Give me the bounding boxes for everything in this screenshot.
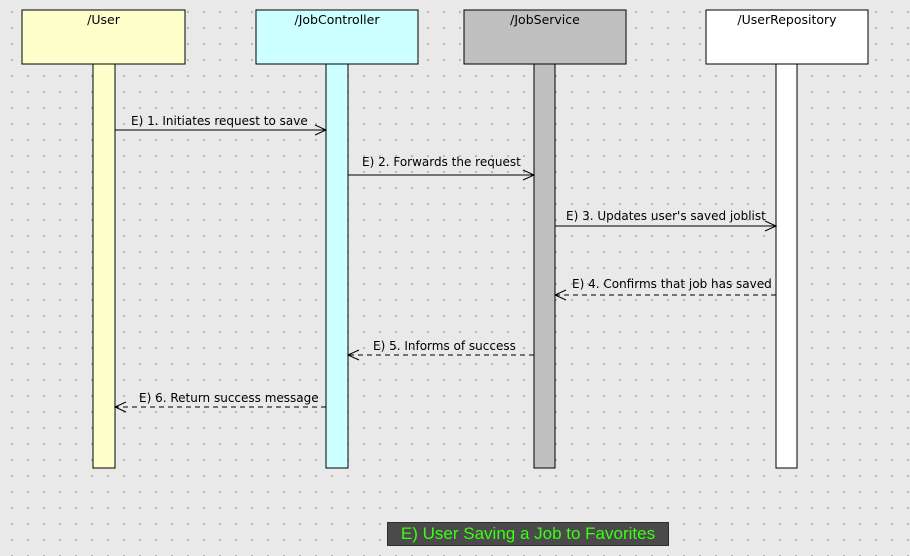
message-6[interactable]: E) 6. Return success message — [113, 391, 326, 413]
lifeline-jobcontroller-activation[interactable] — [325, 63, 349, 469]
lifeline-user[interactable]: /User — [21, 9, 186, 469]
lifeline-jobcontroller-label: /JobController — [295, 12, 381, 27]
message-2[interactable]: E) 2. Forwards the request — [348, 155, 536, 181]
message-4[interactable]: E) 4. Confirms that job has saved — [553, 277, 776, 301]
lifeline-userrepository[interactable]: /UserRepository — [705, 9, 869, 469]
message-1[interactable]: E) 1. Initiates request to save — [115, 114, 328, 136]
lifeline-userrepository-label: /UserRepository — [737, 12, 837, 27]
message-5[interactable]: E) 5. Informs of success — [346, 339, 534, 361]
message-1-label: E) 1. Initiates request to save — [131, 114, 308, 128]
lifeline-user-activation[interactable] — [92, 63, 116, 469]
lifeline-jobcontroller[interactable]: /JobController — [255, 9, 419, 469]
message-2-label: E) 2. Forwards the request — [362, 155, 521, 169]
message-6-label: E) 6. Return success message — [139, 391, 319, 405]
lifeline-userrepository-header[interactable] — [705, 9, 869, 65]
lifeline-jobcontroller-header[interactable] — [255, 9, 419, 65]
lifeline-jobservice-label: /JobService — [510, 12, 580, 27]
diagram-caption: E) User Saving a Job to Favorites — [387, 522, 669, 546]
message-5-label: E) 5. Informs of success — [373, 339, 516, 353]
message-3-label: E) 3. Updates user's saved joblist — [566, 209, 766, 223]
lifeline-user-header[interactable] — [21, 9, 186, 65]
lifeline-userrepository-activation[interactable] — [775, 63, 798, 469]
lifeline-jobservice-header[interactable] — [463, 9, 627, 65]
lifeline-jobservice-activation[interactable] — [533, 63, 556, 469]
lifeline-user-label: /User — [87, 12, 121, 27]
lifeline-jobservice[interactable]: /JobService — [463, 9, 627, 469]
message-4-label: E) 4. Confirms that job has saved — [572, 277, 772, 291]
message-3[interactable]: E) 3. Updates user's saved joblist — [555, 209, 778, 232]
